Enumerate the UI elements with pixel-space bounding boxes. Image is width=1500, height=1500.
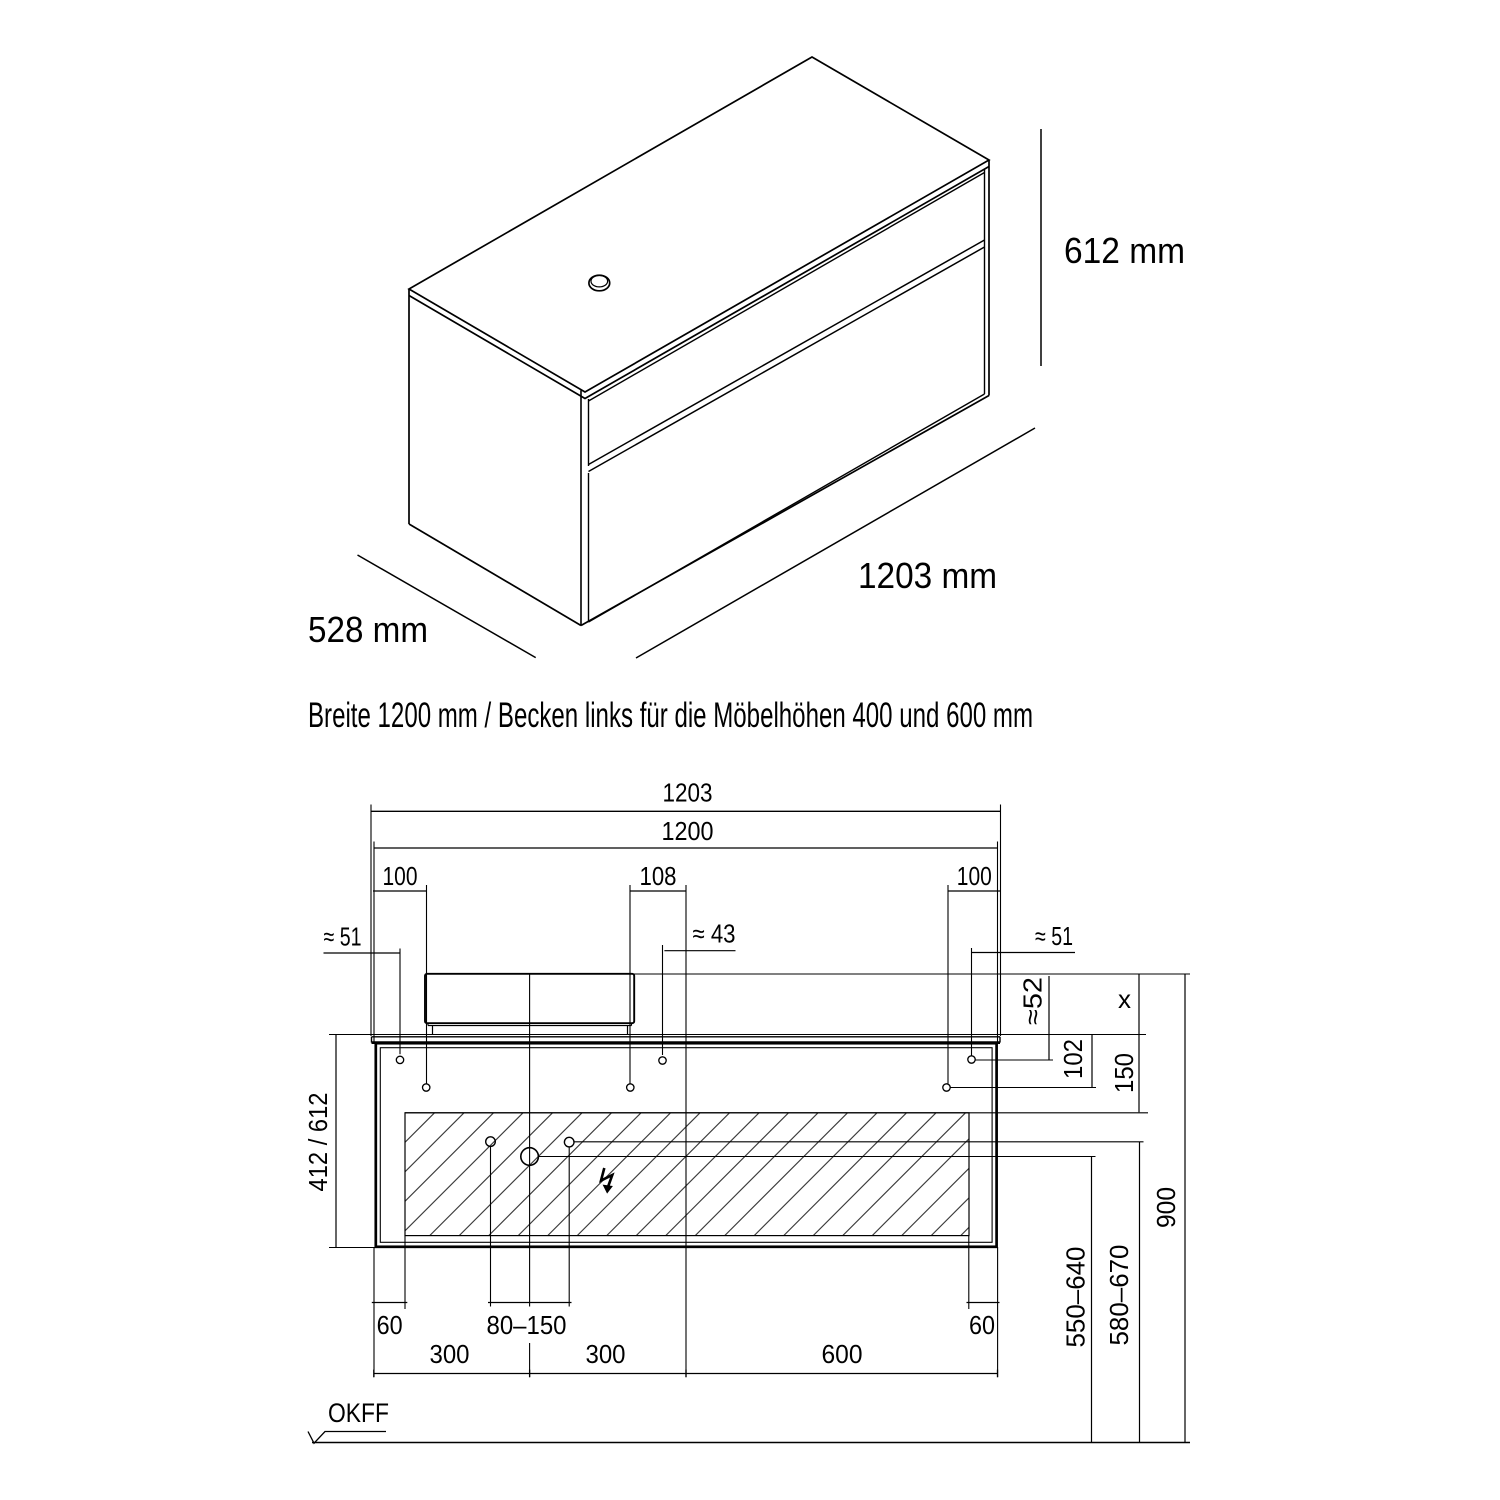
- svg-text:Breite 1200 mm / Becken links: Breite 1200 mm / Becken links für die Mö…: [308, 696, 1033, 735]
- svg-text:≈ 43: ≈ 43: [693, 919, 736, 949]
- svg-text:108: 108: [640, 861, 677, 891]
- svg-text:1203: 1203: [663, 778, 713, 808]
- svg-text:300: 300: [586, 1339, 626, 1369]
- svg-text:412 / 612: 412 / 612: [303, 1093, 333, 1192]
- svg-text:580–670: 580–670: [1104, 1245, 1134, 1346]
- svg-text:550–640: 550–640: [1061, 1247, 1091, 1348]
- svg-text:80–150: 80–150: [487, 1310, 567, 1340]
- svg-text:≈ 51: ≈ 51: [1035, 921, 1073, 951]
- svg-text:100: 100: [383, 861, 418, 891]
- svg-text:100: 100: [957, 861, 992, 891]
- svg-text:60: 60: [377, 1310, 403, 1340]
- svg-text:528 mm: 528 mm: [308, 609, 428, 650]
- svg-text:x: x: [1118, 984, 1131, 1014]
- svg-text:1203 mm: 1203 mm: [858, 555, 997, 596]
- svg-text:≈52: ≈52: [1018, 977, 1048, 1025]
- svg-text:900: 900: [1151, 1187, 1181, 1228]
- svg-text:1200: 1200: [662, 816, 714, 846]
- svg-text:600: 600: [822, 1339, 863, 1369]
- svg-text:≈ 51: ≈ 51: [324, 922, 362, 952]
- svg-text:150: 150: [1109, 1053, 1139, 1093]
- svg-text:OKFF: OKFF: [328, 1398, 389, 1428]
- svg-text:60: 60: [969, 1310, 995, 1340]
- svg-text:612 mm: 612 mm: [1064, 230, 1185, 271]
- svg-text:102: 102: [1058, 1039, 1088, 1079]
- svg-text:300: 300: [430, 1339, 470, 1369]
